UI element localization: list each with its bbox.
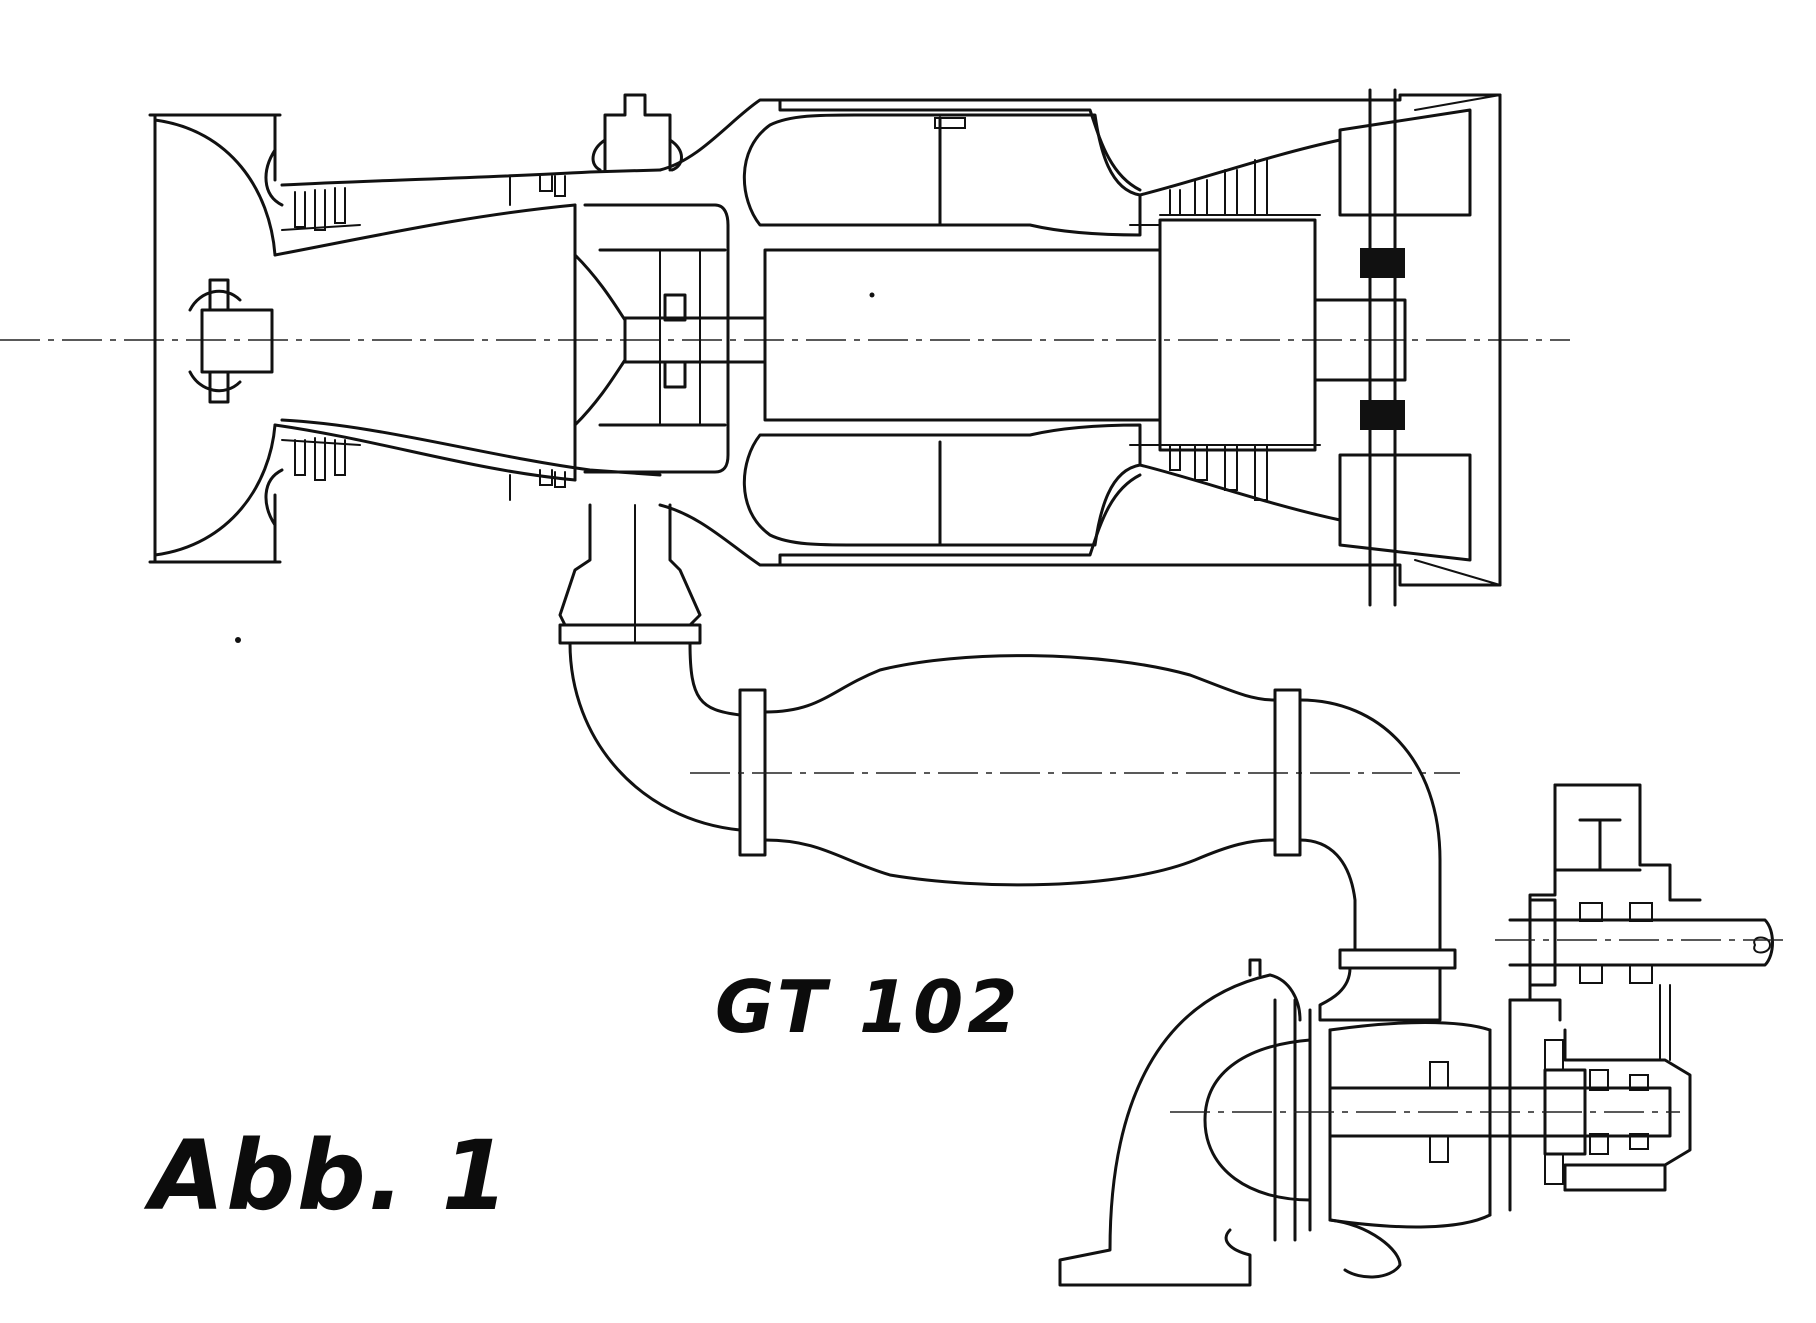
turbine-section: [1138, 88, 1502, 607]
inlet-hub: [188, 278, 274, 404]
compressor-section: [273, 168, 662, 501]
figure-label: Abb. 1: [150, 1120, 511, 1232]
inlet-casing: [148, 113, 284, 564]
top-nozzle: [591, 93, 683, 172]
main-shaft: [623, 218, 1407, 452]
combustion-casing: [658, 93, 1502, 587]
connecting-pipe: [558, 503, 1460, 1022]
speck: [869, 292, 875, 298]
inner-cage: [583, 203, 730, 474]
gearbox-tower: [1495, 783, 1790, 1061]
lower-machine: [1058, 958, 1692, 1287]
model-label: GT 102: [715, 965, 1022, 1049]
speck: [235, 637, 241, 643]
